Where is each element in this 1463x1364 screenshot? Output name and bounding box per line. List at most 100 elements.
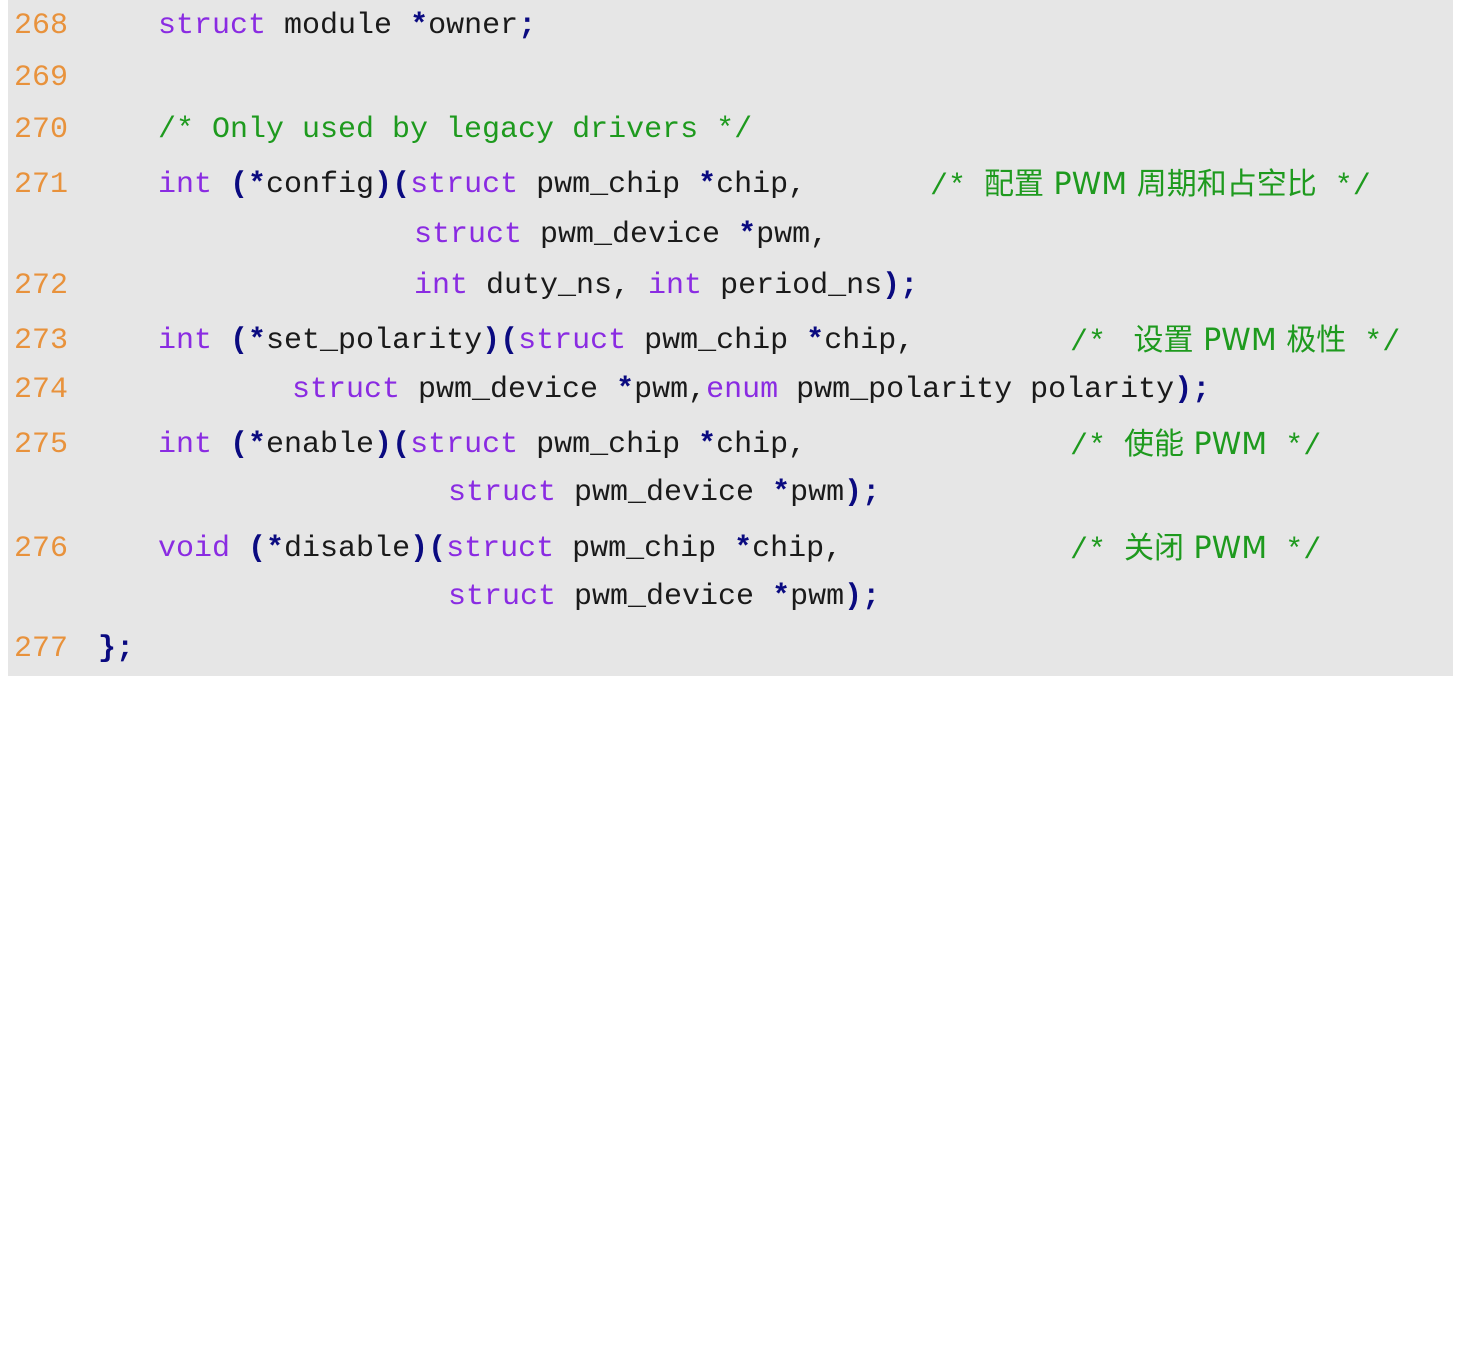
identifier: pwm_chip [518,428,699,462]
code-line: int (*set_polarity)(struct pwm_chip *chi… [158,324,914,358]
line-number: 271 [14,168,69,202]
comment-open: /* [1070,430,1125,464]
code-line: int (*config)(struct pwm_chip *chip, [158,168,806,202]
code-listing: 268 struct module *owner; 269 270 /* Onl… [8,0,1453,676]
code-comment: /* 使能 PWM */ [1070,427,1322,465]
identifier: pwm [790,580,845,614]
comment-open: /* [1070,534,1125,568]
identifier: chip, [752,532,843,566]
comment-close: */ [1267,534,1322,568]
pointer-star: * [738,218,757,252]
identifier: pwm_device [556,580,773,614]
code-line: void (*disable)(struct pwm_chip *chip, [158,532,842,566]
keyword: struct [410,428,519,462]
keyword: int [648,269,703,303]
line-number: 275 [14,428,69,462]
line-number: 270 [14,113,69,147]
code-line: int duty_ns, int period_ns); [414,269,918,303]
line-number: 269 [14,61,69,95]
identifier: pwm [790,476,845,510]
identifier: pwm_chip [518,168,699,202]
identifier: owner [428,9,519,43]
pointer-star: * [734,532,753,566]
paren: (* [230,168,267,202]
identifier: chip, [716,168,807,202]
identifier: disable [284,532,411,566]
comment-text: 使能 PWM [1124,427,1268,462]
paren: (* [248,532,285,566]
keyword: struct [414,218,523,252]
comment-close: */ [1267,430,1322,464]
keyword: int [158,428,213,462]
keyword: int [158,324,213,358]
identifier: pwm_polarity polarity [778,373,1175,407]
closing-brace: }; [98,632,135,666]
code-line: struct module *owner; [158,9,536,43]
identifier: pwm_device [556,476,773,510]
identifier: pwm_device [400,373,617,407]
identifier: pwm_chip [554,532,735,566]
code-comment: /* Only used by legacy drivers */ [158,113,753,147]
keyword: struct [518,324,627,358]
paren: (* [230,428,267,462]
keyword: void [158,532,231,566]
comment-text: 关闭 PWM [1124,531,1268,566]
pointer-star: * [410,9,429,43]
paren-semicolon: ); [844,580,881,614]
code-comment: /* 关闭 PWM */ [1070,531,1322,569]
line-number: 268 [14,9,69,43]
identifier: set_polarity [266,324,483,358]
keyword: int [414,269,469,303]
paren: (* [230,324,267,358]
keyword: struct [448,476,557,510]
comment-text: 配置 PWM 周期和占空比 [984,167,1317,202]
paren-semicolon: ); [882,269,919,303]
pointer-star: * [772,476,791,510]
paren-semicolon: ); [1174,373,1211,407]
identifier: config [266,168,375,202]
identifier: pwm, [634,373,707,407]
comment-close: */ [1316,170,1371,204]
paren: )( [374,168,411,202]
identifier: period_ns [702,269,883,303]
comment-open: /* [930,170,985,204]
paren: )( [410,532,447,566]
line-number: 273 [14,324,69,358]
keyword: struct [292,373,401,407]
code-line: struct pwm_device *pwm); [448,476,880,510]
keyword: struct [448,580,557,614]
pointer-star: * [806,324,825,358]
code-comment: /* 配置 PWM 周期和占空比 */ [930,167,1371,205]
paren-semicolon: ); [844,476,881,510]
code-comment: /* 设置 PWM 极性 */ [1070,323,1401,361]
code-line: int (*enable)(struct pwm_chip *chip, [158,428,806,462]
semicolon: ; [518,9,537,43]
identifier: pwm_chip [626,324,807,358]
pointer-star: * [698,168,717,202]
identifier: pwm_device [522,218,739,252]
pointer-star: * [616,373,635,407]
paren: )( [374,428,411,462]
identifier: chip, [824,324,915,358]
line-number: 277 [14,632,69,666]
pointer-star: * [772,580,791,614]
identifier: enable [266,428,375,462]
line-number: 276 [14,532,69,566]
comment-close: */ [1346,326,1401,360]
line-number: 272 [14,269,69,303]
pointer-star: * [698,428,717,462]
keyword: struct [410,168,519,202]
code-line: struct pwm_device *pwm); [448,580,880,614]
identifier: pwm, [756,218,829,252]
code-line: struct pwm_device *pwm, [414,218,828,252]
keyword: enum [706,373,779,407]
keyword: int [158,168,213,202]
line-number: 274 [14,373,69,407]
keyword: struct [446,532,555,566]
code-line: struct pwm_device *pwm,enum pwm_polarity… [292,373,1210,407]
identifier: duty_ns, [468,269,649,303]
comment-text: 设置 PWM 极性 [1124,323,1347,358]
paren: )( [482,324,519,358]
comment-open: /* [1070,326,1125,360]
identifier: module [266,9,411,43]
